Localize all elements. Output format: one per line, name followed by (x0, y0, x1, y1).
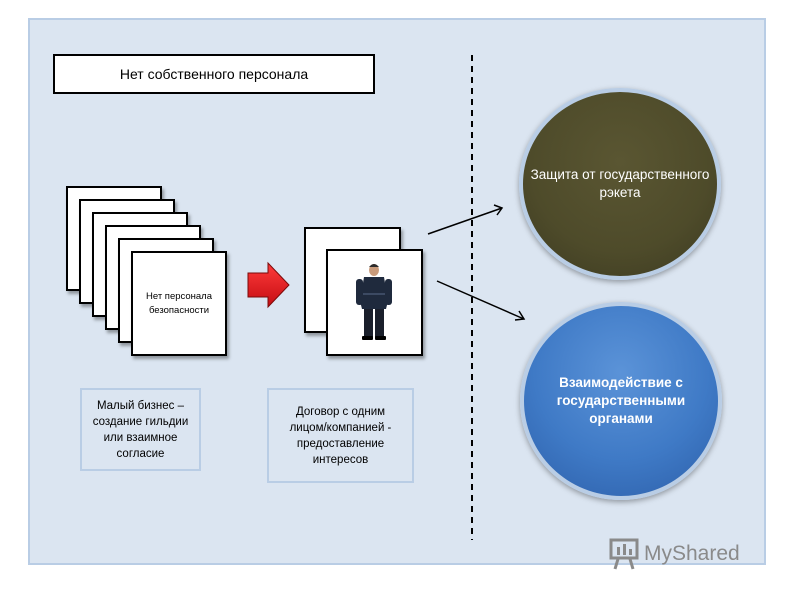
person-card-front (326, 249, 423, 356)
note-contract-text: Договор с одним лицом/компанией - предос… (289, 405, 392, 466)
connector-arrow-bottom (436, 280, 526, 321)
watermark-text: MyShared (644, 542, 740, 565)
connector-arrow-top (427, 204, 504, 235)
watermark: MyShared (608, 536, 768, 572)
presentation-board-icon (609, 538, 639, 570)
title-text: Нет собственного персонала (119, 66, 309, 82)
circle-protection-text: Защита от государственного рэкета (530, 167, 710, 200)
note-contract: Договор с одним лицом/компанией - предос… (267, 388, 414, 483)
circle-interaction: Взаимодействие с государственными органа… (520, 302, 722, 500)
title-box: Нет собственного персонала (53, 54, 375, 94)
circle-protection: Защита от государственного рэкета (519, 88, 721, 280)
note-small-business: Малый бизнес – создание гильдии или взаи… (80, 388, 201, 471)
front-card: Нет персонала безопасности (131, 251, 227, 356)
note-small-business-text: Малый бизнес – создание гильдии или взаи… (92, 399, 189, 460)
red-arrow (247, 261, 290, 309)
security-guard-image (356, 264, 392, 340)
circle-interaction-text: Взаимодействие с государственными органа… (556, 375, 686, 426)
front-card-text: Нет персонала безопасности (145, 290, 213, 316)
